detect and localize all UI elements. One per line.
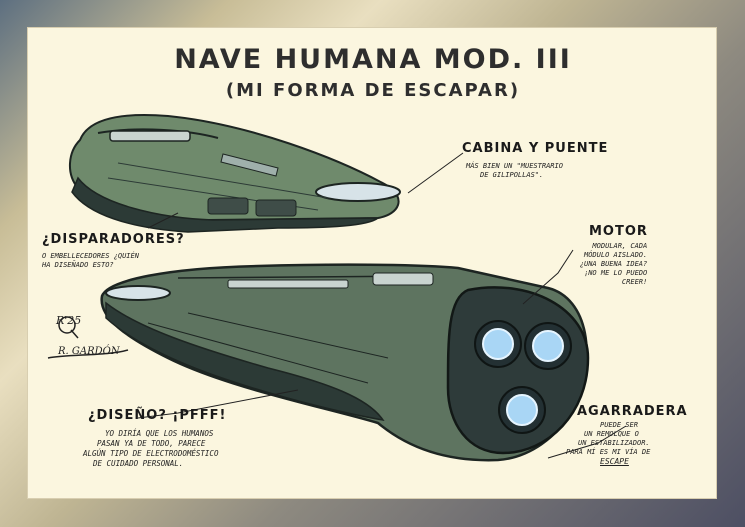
label-disparadores: ¿DISPARADORES? — [42, 232, 185, 247]
note-diseno: YO DIRÍA QUE LOS HUMANOS PASAN YA DE TOD… — [83, 429, 219, 468]
illustration-card: NAVE HUMANA MOD. III (MI FORMA DE ESCAPA… — [27, 27, 717, 499]
ship-rear-view — [100, 263, 590, 462]
signature-name: R. GARDÓN — [58, 346, 120, 357]
label-cabina: CABINA Y PUENTE — [462, 141, 609, 156]
ship-illustration — [47, 114, 627, 462]
signature-initials: R'25 — [56, 314, 82, 327]
note-disparadores: O EMBELLECEDORES ¿QUIÉN HA DISEÑADO ESTO… — [42, 252, 139, 269]
leader-lines — [137, 152, 627, 459]
label-diseno: ¿DISEÑO? ¡PFFF! — [88, 408, 227, 423]
note-cabina: MÁS BIEN UN "MUESTRARIO DE GILIPOLLAS". — [466, 162, 563, 179]
label-motor: MOTOR — [589, 224, 648, 239]
note-motor: MODULAR, CADA MÓDULO AISLADO. ¿UNA BUENA… — [579, 242, 648, 286]
ship-top-view — [69, 114, 401, 233]
note-agarradera: PUEDE SER UN REMOLQUE O UN ESTABILIZADOR… — [566, 421, 651, 466]
signature-mark — [47, 316, 129, 359]
label-agarradera: AGARRADERA — [577, 404, 688, 419]
page-title: NAVE HUMANA MOD. III — [174, 44, 572, 75]
page-subtitle: (MI FORMA DE ESCAPAR) — [225, 80, 521, 101]
